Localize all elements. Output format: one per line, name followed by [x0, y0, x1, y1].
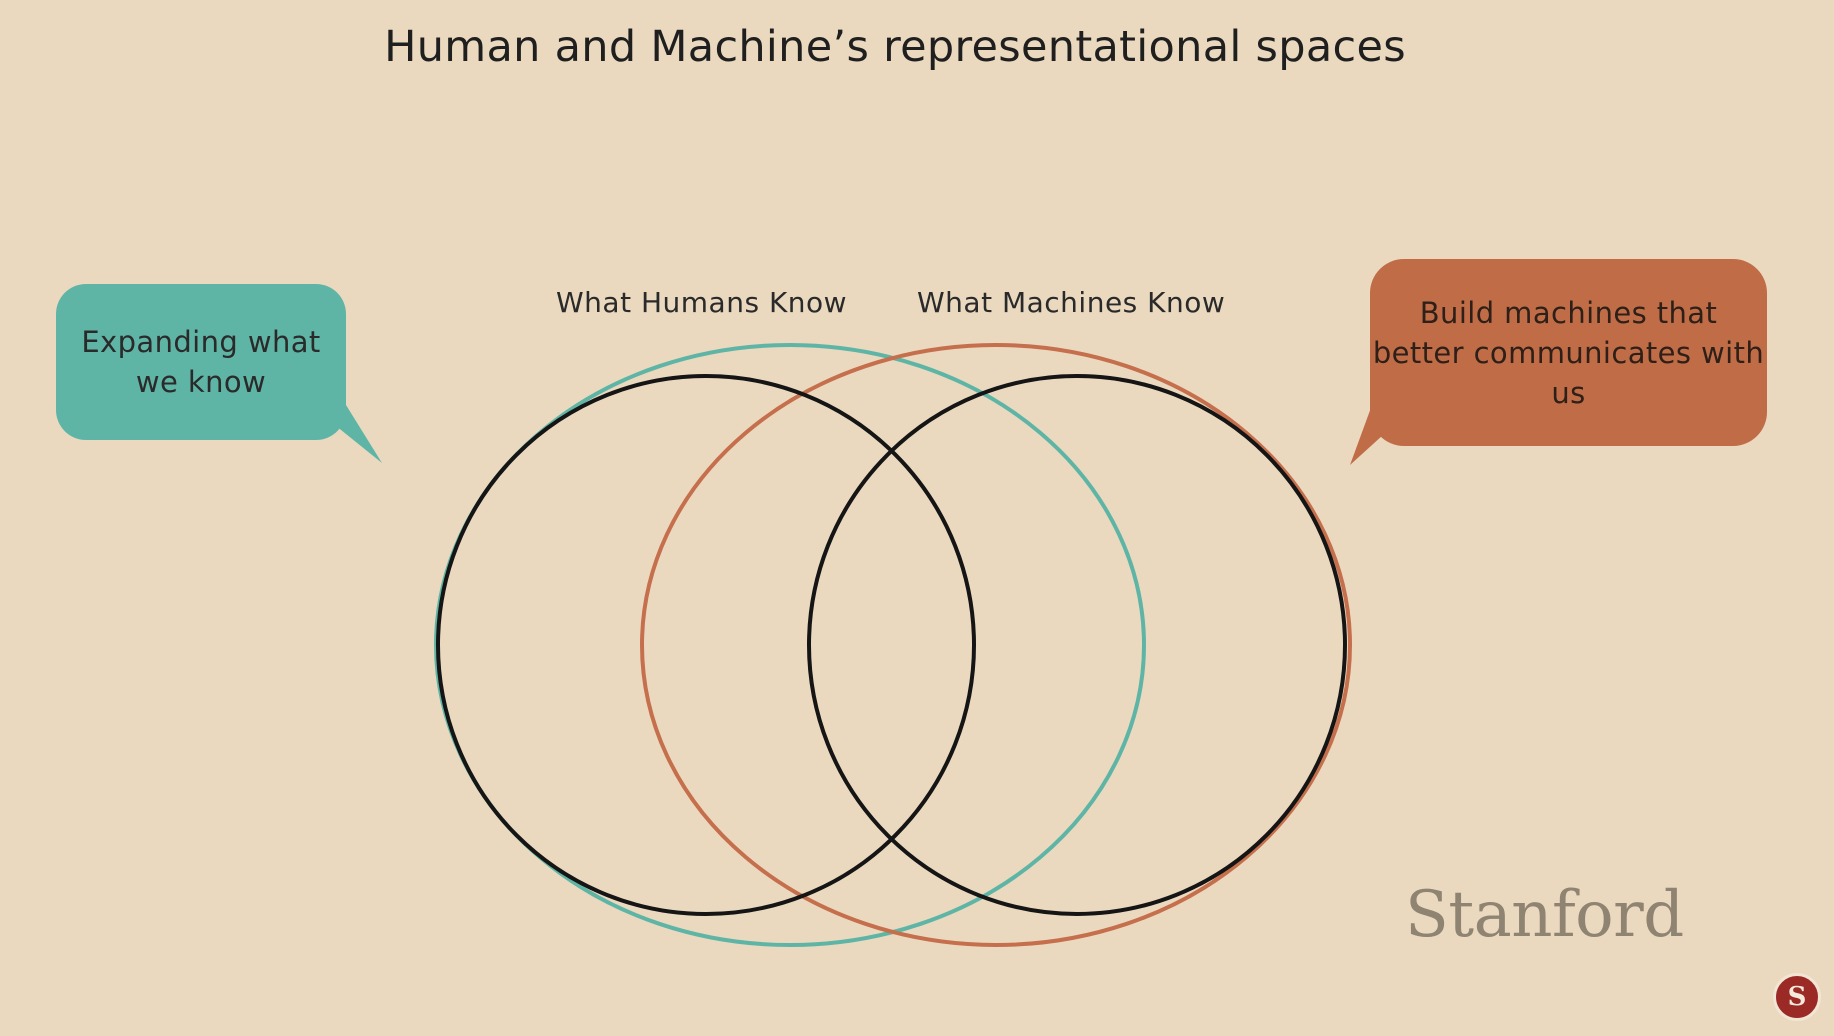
inner-left-circle	[436, 374, 976, 916]
humans-circle	[434, 343, 1146, 947]
right-callout: Build machines that better communicates …	[1370, 259, 1767, 446]
stanford-online-seal-icon: S	[1773, 973, 1821, 1021]
stanford-logo: Stanford	[1405, 878, 1684, 952]
inner-right-circle	[807, 374, 1347, 916]
slide-title: Human and Machine’s representational spa…	[384, 22, 1406, 72]
machines-label: What Machines Know	[917, 286, 1226, 319]
left-callout: Expanding what we know	[56, 284, 346, 440]
machines-circle	[640, 343, 1352, 947]
humans-label: What Humans Know	[556, 286, 848, 319]
seal-letter: S	[1787, 982, 1807, 1012]
